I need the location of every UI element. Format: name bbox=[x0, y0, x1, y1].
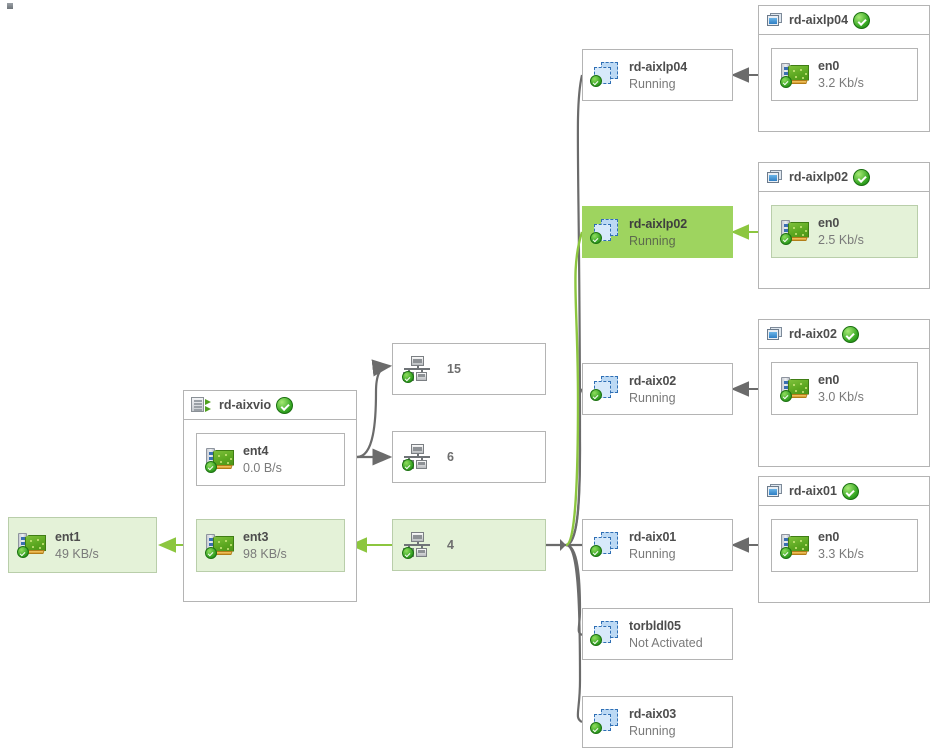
vios-name: rd-aixvio bbox=[219, 398, 272, 412]
vlan-icon bbox=[402, 532, 432, 559]
lpar-icon bbox=[590, 621, 622, 647]
lpar-node-rd-aix01[interactable]: rd-aix01 Running bbox=[582, 519, 733, 571]
lpar-detail-name: rd-aix02 bbox=[789, 327, 837, 341]
adapter-name: ent4 bbox=[243, 444, 269, 458]
lpar-node-rd-aixlp02[interactable]: rd-aixlp02 Running bbox=[582, 206, 733, 258]
lpar-name: rd-aix01 bbox=[629, 529, 677, 544]
lpar-window-icon bbox=[767, 327, 783, 341]
lpar-detail-header: rd-aix02 bbox=[759, 320, 929, 349]
lpar-name: rd-aix02 bbox=[629, 373, 677, 388]
green-check-icon bbox=[841, 325, 859, 343]
link-trunk-arrowhead bbox=[560, 539, 566, 551]
lpar-icon bbox=[590, 62, 622, 88]
lpar-window-icon bbox=[767, 484, 783, 498]
interface-name: en0 bbox=[818, 530, 840, 544]
green-check-icon bbox=[276, 396, 294, 414]
interface-rate: 3.3 Kb/s bbox=[818, 547, 864, 561]
interface-rate: 3.2 Kb/s bbox=[818, 76, 864, 90]
vlan-node-6[interactable]: 6 bbox=[392, 431, 546, 483]
interface-name: en0 bbox=[818, 373, 840, 387]
lpar-icon bbox=[590, 532, 622, 558]
adapter-rate: 49 KB/s bbox=[55, 546, 99, 561]
lpar-detail-panel-rd-aix01[interactable]: rd-aix01 en0 3.3 Kb/s bbox=[758, 476, 930, 603]
lpar-name: rd-aixlp02 bbox=[629, 216, 688, 231]
lpar-name: torbldl05 bbox=[629, 618, 681, 633]
green-check-icon bbox=[841, 482, 859, 500]
lpar-state: Running bbox=[629, 546, 676, 561]
vlan-icon bbox=[402, 444, 432, 471]
green-check-icon bbox=[853, 168, 871, 186]
adapter-node-ent3[interactable]: ent3 98 KB/s bbox=[196, 519, 345, 572]
interface-rate: 3.0 Kb/s bbox=[818, 390, 864, 404]
vlan-id: 15 bbox=[447, 362, 461, 376]
link-to-lpar-torbldl05 bbox=[565, 543, 583, 636]
top-left-artifact bbox=[7, 3, 13, 9]
lpar-window-icon bbox=[767, 170, 783, 184]
lpar-name: rd-aix03 bbox=[629, 706, 677, 721]
lpar-icon bbox=[590, 376, 622, 402]
link-to-lpar-rd-aix03 bbox=[565, 543, 583, 723]
server-icon bbox=[191, 397, 213, 413]
adapter-name: ent1 bbox=[55, 529, 81, 544]
network-adapter-icon bbox=[17, 532, 48, 558]
lpar-icon bbox=[590, 709, 622, 735]
interface-node-en0[interactable]: en0 3.0 Kb/s bbox=[771, 362, 918, 415]
network-adapter-icon bbox=[205, 447, 236, 473]
interface-node-en0[interactable]: en0 3.3 Kb/s bbox=[771, 519, 918, 572]
green-check-icon bbox=[853, 11, 871, 29]
interface-node-en0[interactable]: en0 2.5 Kb/s bbox=[771, 205, 918, 258]
vios-panel-header: rd-aixvio bbox=[184, 391, 356, 420]
lpar-state: Running bbox=[629, 76, 676, 91]
lpar-detail-header: rd-aixlp02 bbox=[759, 163, 929, 192]
adapter-node-ent1[interactable]: ent1 49 KB/s bbox=[8, 517, 157, 573]
lpar-node-rd-aixlp04[interactable]: rd-aixlp04 Running bbox=[582, 49, 733, 101]
lpar-detail-name: rd-aix01 bbox=[789, 484, 837, 498]
link-to-lpar-rd-aixlp04 bbox=[565, 74, 584, 547]
vlan-node-4[interactable]: 4 bbox=[392, 519, 546, 571]
lpar-detail-header: rd-aixlp04 bbox=[759, 6, 929, 35]
lpar-state: Not Activated bbox=[629, 635, 703, 650]
network-adapter-icon bbox=[780, 219, 811, 245]
lpar-name: rd-aixlp04 bbox=[629, 59, 688, 74]
lpar-node-rd-aix03[interactable]: rd-aix03 Running bbox=[582, 696, 733, 748]
lpar-detail-name: rd-aixlp02 bbox=[789, 170, 849, 184]
link-to-lpar-rd-aixlp02-highlight bbox=[565, 231, 584, 547]
lpar-detail-name: rd-aixlp04 bbox=[789, 13, 849, 27]
lpar-state: Running bbox=[629, 390, 676, 405]
adapter-rate: 0.0 B/s bbox=[243, 461, 282, 475]
interface-name: en0 bbox=[818, 216, 840, 230]
vlan-node-15[interactable]: 15 bbox=[392, 343, 546, 395]
network-adapter-icon bbox=[780, 376, 811, 402]
vlan-id: 4 bbox=[447, 538, 454, 552]
lpar-state: Running bbox=[629, 723, 676, 738]
lpar-detail-header: rd-aix01 bbox=[759, 477, 929, 506]
adapter-node-ent4[interactable]: ent4 0.0 B/s bbox=[196, 433, 345, 486]
lpar-window-icon bbox=[767, 13, 783, 27]
interface-rate: 2.5 Kb/s bbox=[818, 233, 864, 247]
lpar-node-rd-aix02[interactable]: rd-aix02 Running bbox=[582, 363, 733, 415]
lpar-node-torbldl05[interactable]: torbldl05 Not Activated bbox=[582, 608, 733, 660]
vlan-id: 6 bbox=[447, 450, 454, 464]
interface-node-en0[interactable]: en0 3.2 Kb/s bbox=[771, 48, 918, 101]
link-to-lpar-rd-aix02 bbox=[565, 388, 583, 547]
network-adapter-icon bbox=[205, 533, 236, 559]
adapter-name: ent3 bbox=[243, 530, 269, 544]
lpar-detail-panel-rd-aixlp02[interactable]: rd-aixlp02 en0 2.5 Kb/s bbox=[758, 162, 930, 289]
lpar-icon bbox=[590, 219, 622, 245]
link-ent4-to-vlan15 bbox=[356, 359, 393, 459]
interface-name: en0 bbox=[818, 59, 840, 73]
lpar-detail-panel-rd-aix02[interactable]: rd-aix02 en0 3.0 Kb/s bbox=[758, 319, 930, 467]
lpar-detail-panel-rd-aixlp04[interactable]: rd-aixlp04 en0 3.2 Kb/s bbox=[758, 5, 930, 132]
lpar-state: Running bbox=[629, 233, 676, 248]
vlan-icon bbox=[402, 356, 432, 383]
vios-panel[interactable]: rd-aixvio ent4 0.0 B/s bbox=[183, 390, 357, 602]
network-adapter-icon bbox=[780, 62, 811, 88]
network-adapter-icon bbox=[780, 533, 811, 559]
adapter-rate: 98 KB/s bbox=[243, 547, 287, 561]
